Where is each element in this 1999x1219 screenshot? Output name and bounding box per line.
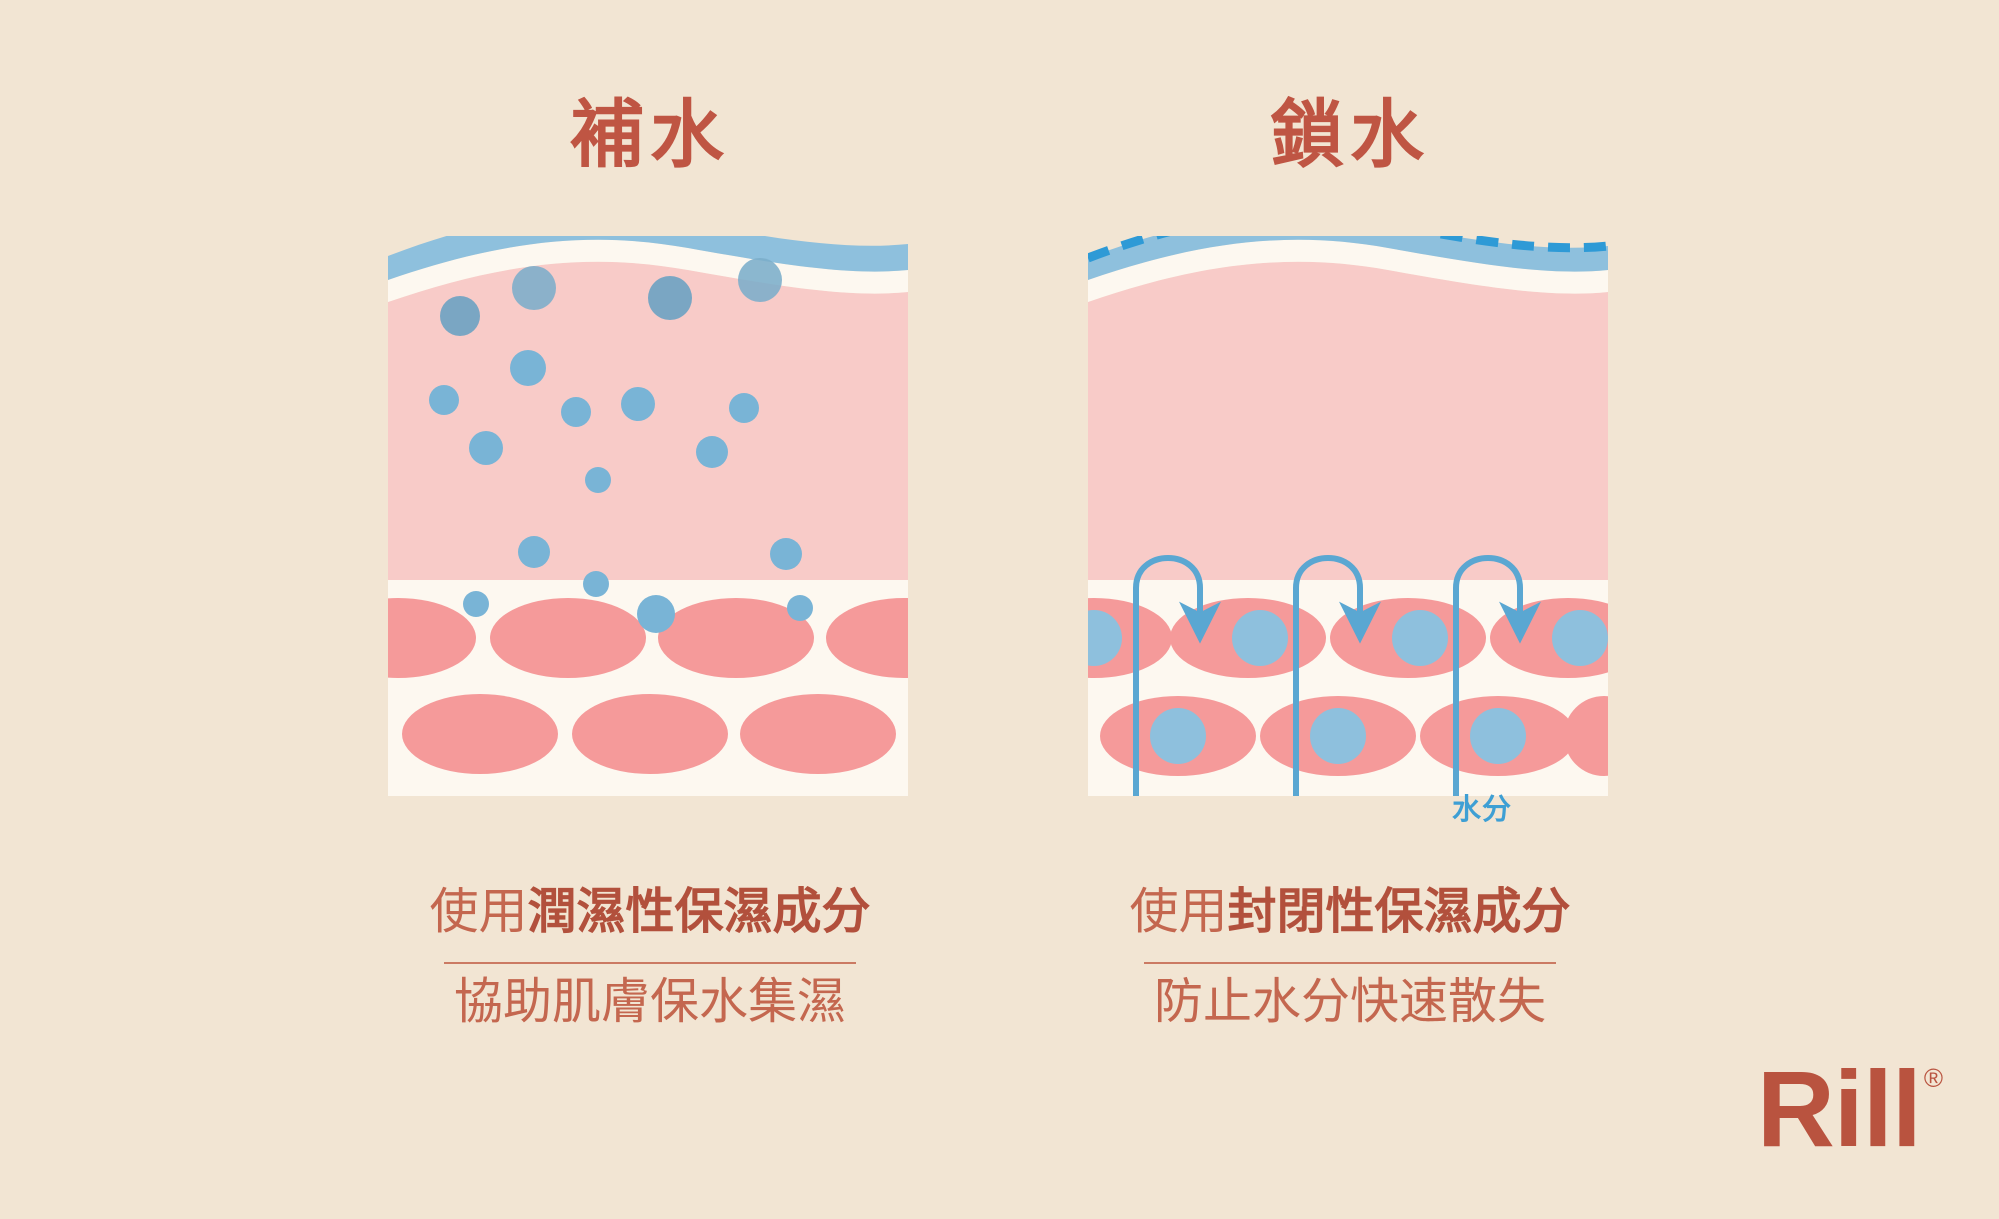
stratum-corneum-layer <box>388 236 908 280</box>
caption-prefix: 使用 <box>1129 885 1228 939</box>
absorption-arrow <box>1133 555 1221 796</box>
cell-nucleus <box>1088 610 1122 666</box>
panel-title-hydration: 補水 <box>570 93 730 176</box>
water-droplet <box>518 536 550 568</box>
cream-gap-layer <box>1088 239 1608 302</box>
stratum-corneum-layer <box>1088 236 1608 280</box>
water-droplet <box>729 393 759 423</box>
water-droplet <box>510 350 546 386</box>
cell-nucleus <box>1552 610 1608 666</box>
panel-moisture-lock: 鎖水 <box>900 0 1800 1219</box>
water-droplet <box>637 595 675 633</box>
water-droplet <box>770 538 802 570</box>
cell <box>490 598 646 678</box>
water-droplet <box>787 595 813 621</box>
water-droplet <box>440 296 480 336</box>
cell <box>572 694 728 774</box>
panel-hydration: 補水 <box>200 0 1100 1219</box>
caption-divider <box>444 962 856 964</box>
water-label: 水分 <box>1452 794 1513 826</box>
water-droplet <box>648 276 692 320</box>
water-droplet <box>463 591 489 617</box>
water-droplet <box>469 431 503 465</box>
caption-emphasis: 潤濕性保濕成分 <box>527 885 871 939</box>
panel-title-moisture-lock: 鎖水 <box>1270 93 1430 176</box>
cream-gap-layer <box>388 239 908 302</box>
water-droplet <box>585 467 611 493</box>
skin-diagram-moisture-lock <box>1088 236 1608 796</box>
caption-prefix: 使用 <box>429 885 528 939</box>
cell <box>388 598 476 678</box>
cell-nucleus <box>1470 708 1526 764</box>
cell <box>740 694 896 774</box>
absorption-arrow <box>1453 555 1541 796</box>
absorption-arrow <box>1293 555 1381 796</box>
cell-row-group <box>388 598 908 774</box>
water-droplet <box>738 258 782 302</box>
registered-trademark-icon: ® <box>1923 1063 1943 1093</box>
water-droplet <box>621 387 655 421</box>
cell <box>658 598 814 678</box>
cell <box>402 694 558 774</box>
cell-nucleus <box>1232 610 1288 666</box>
cell <box>826 598 908 678</box>
cell-nucleus <box>1392 610 1448 666</box>
caption-line2-hydration: 協助肌膚保水集濕 <box>453 975 846 1029</box>
cell <box>1564 696 1608 776</box>
brand-logo: Rill ® <box>1757 1055 1943 1163</box>
caption-line1-hydration: 使用潤濕性保濕成分 <box>200 884 1100 942</box>
water-droplet <box>561 397 591 427</box>
caption-line2-moisture-lock: 防止水分快速散失 <box>1153 975 1546 1029</box>
water-droplet <box>512 266 556 310</box>
water-droplet <box>429 385 459 415</box>
cell-nucleus <box>1150 708 1206 764</box>
water-droplet <box>583 571 609 597</box>
brand-logo-wordmark: Rill <box>1756 1048 1922 1169</box>
dermis-layer <box>388 261 908 580</box>
water-droplet <box>696 436 728 468</box>
caption-emphasis: 封閉性保濕成分 <box>1227 885 1571 939</box>
water-droplet-group <box>429 258 813 633</box>
cell-nucleus <box>1310 708 1366 764</box>
dermis-layer <box>1088 261 1608 580</box>
caption-line1-moisture-lock: 使用封閉性保濕成分 <box>900 884 1800 942</box>
skin-diagram-hydration <box>388 236 908 796</box>
caption-divider <box>1144 962 1556 964</box>
absorption-arrow-group <box>1133 555 1541 796</box>
